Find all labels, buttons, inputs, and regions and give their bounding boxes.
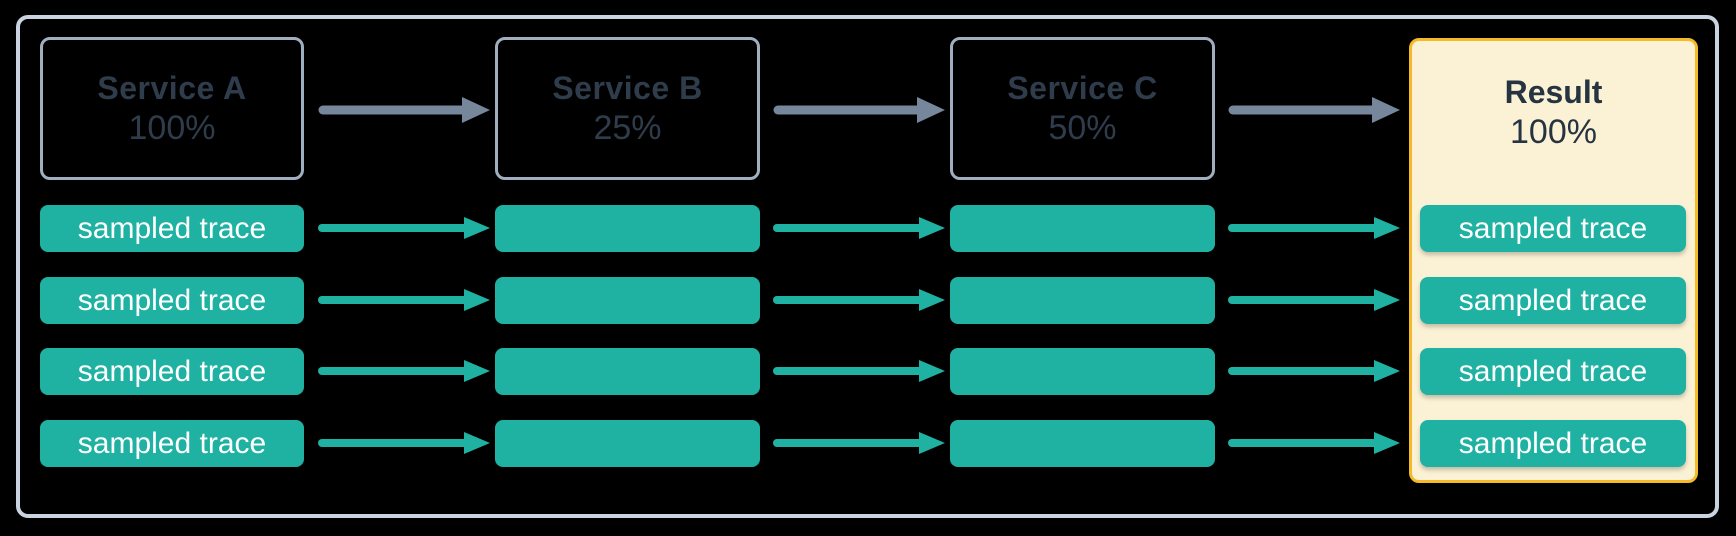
service-c-percent: 50% bbox=[1048, 109, 1117, 147]
arrow-service-a-to-b-icon bbox=[318, 97, 490, 123]
service-b-box: Service B 25% bbox=[495, 37, 760, 180]
trace-bar-service-c-4 bbox=[950, 420, 1215, 467]
result-percent: 100% bbox=[1510, 112, 1597, 151]
trace-bar-result-4: sampled trace bbox=[1420, 420, 1686, 467]
trace-bar-service-b-1 bbox=[495, 205, 760, 252]
service-c-title: Service C bbox=[1007, 70, 1158, 106]
trace-arrow-a-to-b-row-1-icon bbox=[318, 217, 490, 239]
trace-bar-service-c-1 bbox=[950, 205, 1215, 252]
service-b-percent: 25% bbox=[593, 109, 662, 147]
arrow-service-b-to-c-icon bbox=[773, 97, 945, 123]
trace-bar-result-3: sampled trace bbox=[1420, 348, 1686, 395]
trace-arrow-a-to-b-row-4-icon bbox=[318, 432, 490, 454]
diagram-frame bbox=[16, 15, 1719, 518]
trace-bar-result-2: sampled trace bbox=[1420, 277, 1686, 324]
result-header: Result 100% bbox=[1412, 41, 1695, 183]
trace-arrow-b-to-c-row-3-icon bbox=[773, 360, 945, 382]
trace-bar-service-a-1: sampled trace bbox=[40, 205, 304, 252]
trace-bar-result-1: sampled trace bbox=[1420, 205, 1686, 252]
trace-bar-service-b-4 bbox=[495, 420, 760, 467]
result-box: Result 100% bbox=[1409, 38, 1698, 483]
trace-bar-service-b-2 bbox=[495, 277, 760, 324]
arrow-service-c-to-result-icon bbox=[1228, 97, 1400, 123]
trace-arrow-a-to-b-row-3-icon bbox=[318, 360, 490, 382]
trace-arrow-a-to-b-row-2-icon bbox=[318, 289, 490, 311]
trace-arrow-c-to-result-row-3-icon bbox=[1228, 360, 1400, 382]
service-c-box: Service C 50% bbox=[950, 37, 1215, 180]
trace-arrow-b-to-c-row-4-icon bbox=[773, 432, 945, 454]
trace-arrow-c-to-result-row-2-icon bbox=[1228, 289, 1400, 311]
trace-bar-service-a-3: sampled trace bbox=[40, 348, 304, 395]
trace-bar-service-a-4: sampled trace bbox=[40, 420, 304, 467]
trace-bar-service-b-3 bbox=[495, 348, 760, 395]
service-b-title: Service B bbox=[552, 70, 703, 106]
trace-bar-service-c-3 bbox=[950, 348, 1215, 395]
trace-bar-service-c-2 bbox=[950, 277, 1215, 324]
trace-bar-service-a-2: sampled trace bbox=[40, 277, 304, 324]
service-a-percent: 100% bbox=[128, 109, 216, 147]
trace-arrow-b-to-c-row-2-icon bbox=[773, 289, 945, 311]
result-title: Result bbox=[1504, 73, 1603, 110]
service-a-title: Service A bbox=[97, 70, 247, 106]
trace-arrow-c-to-result-row-1-icon bbox=[1228, 217, 1400, 239]
service-a-box: Service A 100% bbox=[40, 37, 304, 180]
trace-arrow-b-to-c-row-1-icon bbox=[773, 217, 945, 239]
trace-arrow-c-to-result-row-4-icon bbox=[1228, 432, 1400, 454]
